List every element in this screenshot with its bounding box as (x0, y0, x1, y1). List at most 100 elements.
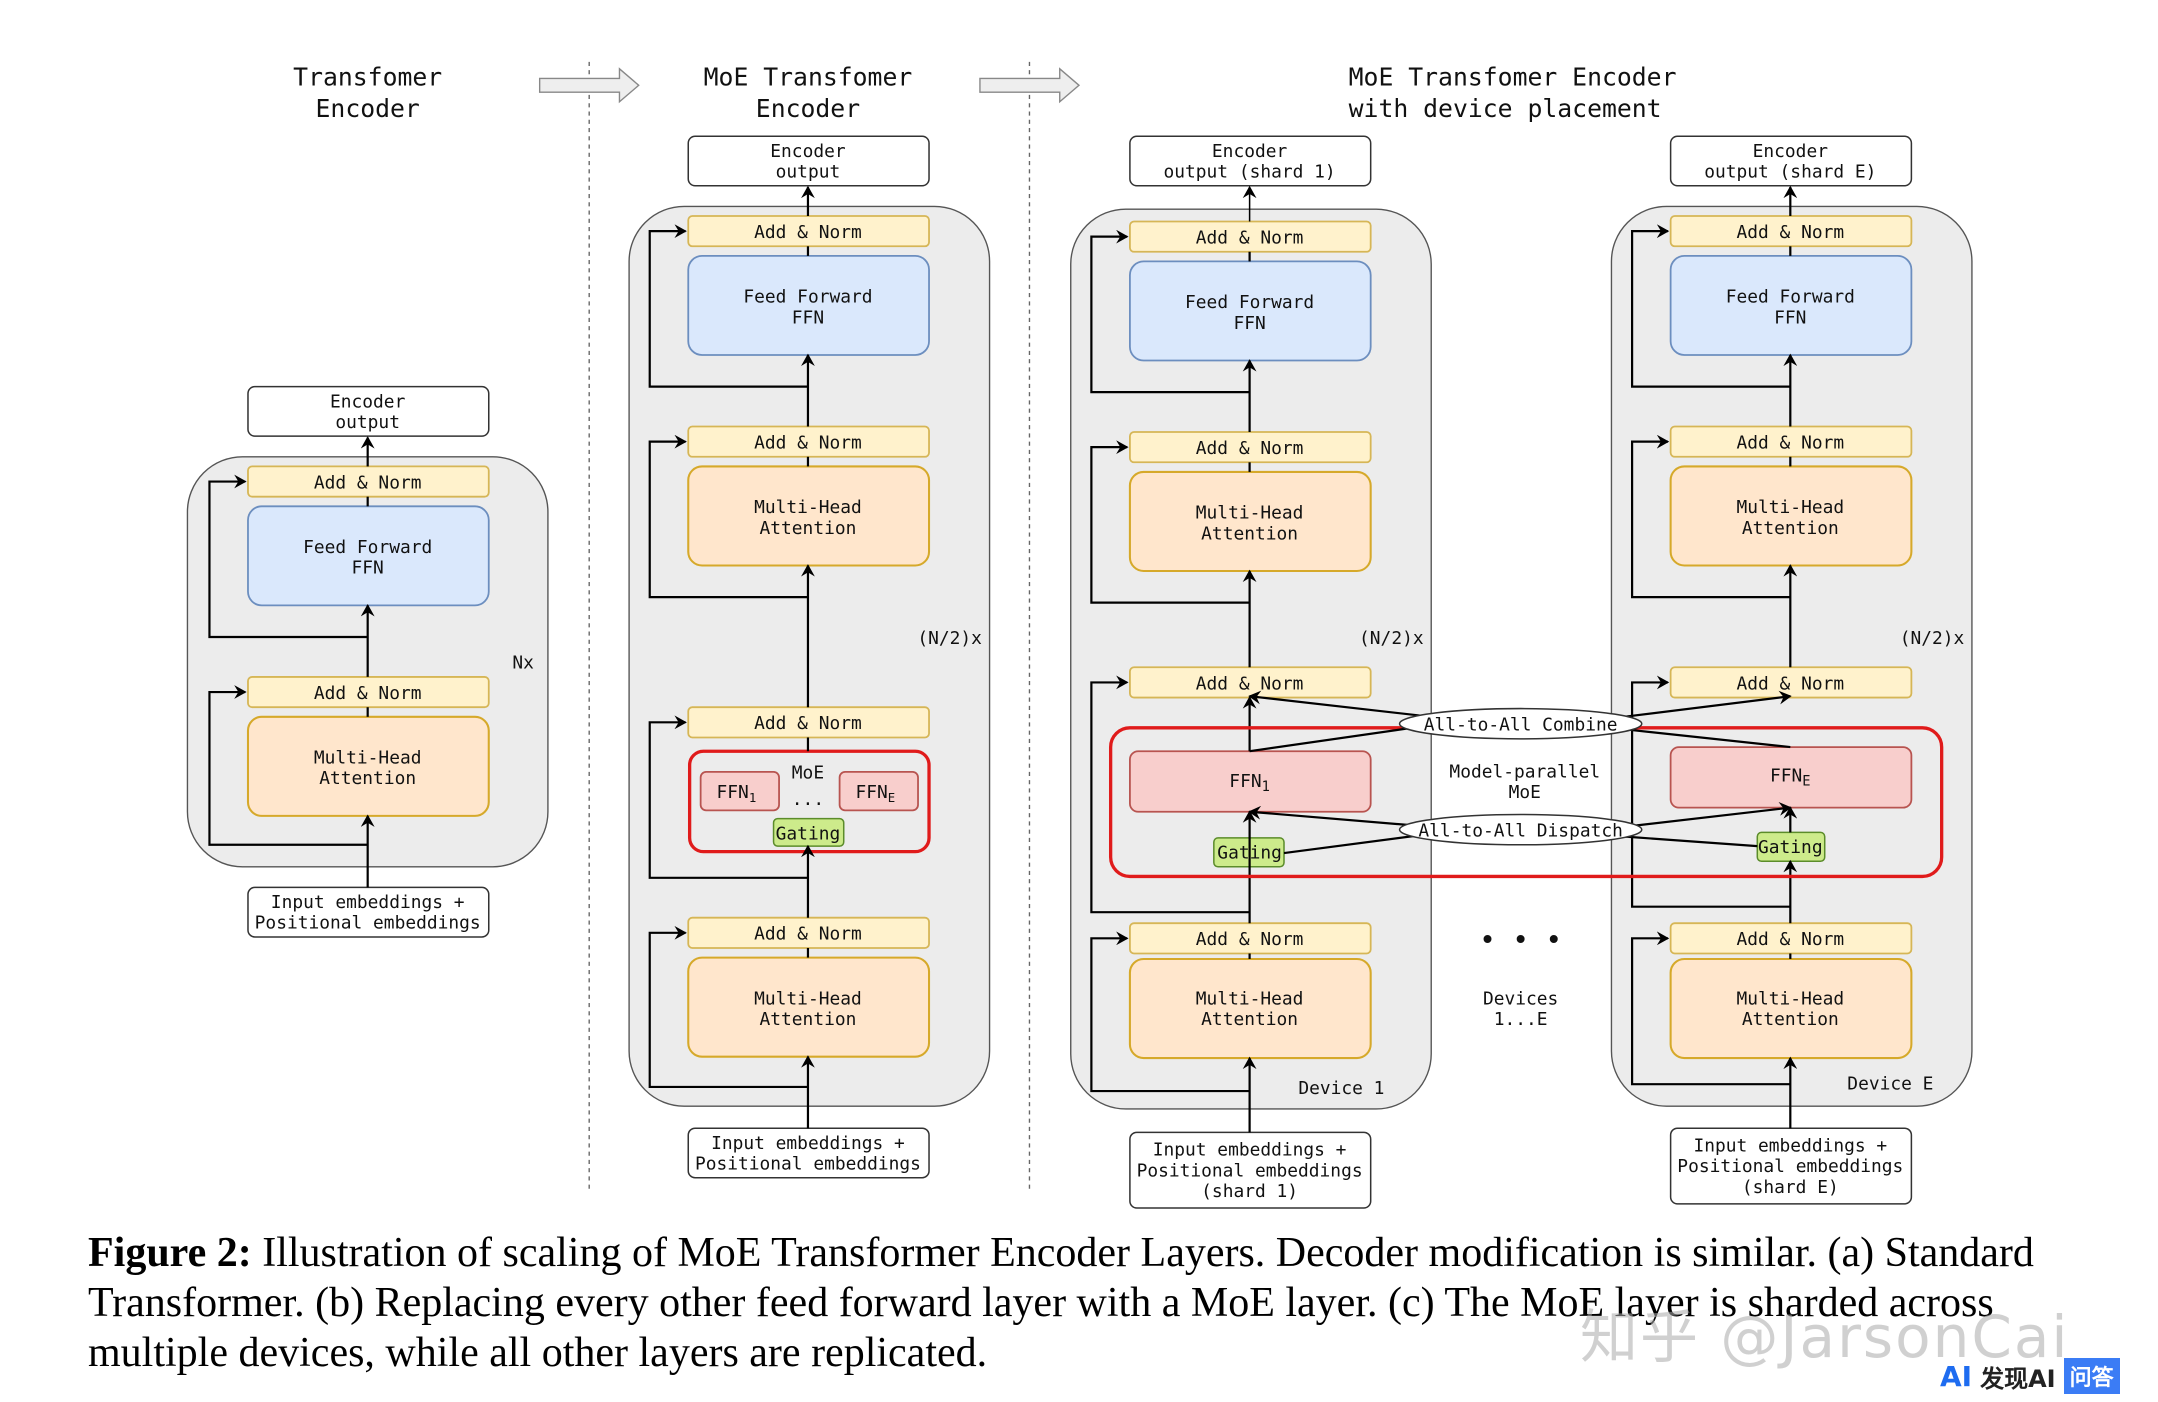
panel-c-title-line1: MoE Transfomer Encoder (1349, 62, 1677, 91)
add-norm-label: Add & Norm (1737, 929, 1845, 950)
add-norm-label: Add & Norm (1196, 673, 1304, 694)
input-label: (shard 1) (1201, 1181, 1298, 1202)
ellipsis: ... (792, 789, 824, 810)
add-norm-label: Add & Norm (754, 924, 862, 945)
device-1-label: Device 1 (1298, 1078, 1384, 1099)
encoder-output-label: output (shard E) (1704, 161, 1876, 182)
mha-label: Multi-Head (754, 497, 862, 518)
devices-label: Devices (1483, 988, 1558, 1009)
add-norm-label: Add & Norm (1196, 929, 1304, 950)
feed-forward-label: FFN (352, 558, 384, 579)
all-to-all-combine-oval (1398, 707, 1643, 740)
input-label: Positional embeddings (255, 913, 481, 934)
mha-label: Multi-Head (1196, 503, 1304, 524)
caption-text: Illustration of scaling of MoE Transform… (88, 1230, 2034, 1376)
all-to-all-dispatch-label: All-to-All Dispatch (1418, 821, 1622, 842)
mha-label: Multi-Head (1196, 988, 1304, 1009)
add-norm-label: Add & Norm (754, 713, 862, 734)
device-e-column: Encoder output (shard E) Add & Norm Feed… (1630, 135, 1965, 1205)
feed-forward-label: FFN (792, 307, 824, 328)
mha-label: Multi-Head (1737, 988, 1845, 1009)
encoder-output-label: output (776, 161, 841, 182)
model-parallel-label: Model-parallel (1449, 761, 1600, 782)
device-1-column: Encoder output (shard 1) Add & Norm Feed… (1090, 135, 1424, 1209)
mha-label: Attention (1201, 1009, 1298, 1030)
input-label: Input embeddings + (711, 1133, 905, 1154)
add-norm-label: Add & Norm (314, 472, 422, 493)
input-label: Input embeddings + (1153, 1140, 1347, 1161)
feed-forward-label: Feed Forward (1726, 287, 1855, 308)
encoder-output-label: Encoder (1212, 141, 1288, 162)
input-label: Positional embeddings (1137, 1160, 1363, 1181)
caption-label: Figure 2: (88, 1230, 252, 1276)
add-norm-label: Add & Norm (754, 433, 862, 454)
brand-logo: AI 发现AI 问答 (1940, 1358, 2120, 1394)
feed-forward-label: FFN (1233, 313, 1265, 334)
figure-caption: Figure 2: Illustration of scaling of MoE… (88, 1228, 2108, 1378)
devices-label: 1...E (1494, 1009, 1548, 1030)
mha-label: Attention (1201, 523, 1298, 544)
add-norm-label: Add & Norm (1196, 228, 1304, 249)
input-label: Positional embeddings (1677, 1156, 1903, 1177)
input-label: (shard E) (1742, 1177, 1839, 1198)
add-norm-label: Add & Norm (1737, 673, 1845, 694)
encoder-output-label: output (shard 1) (1164, 161, 1336, 182)
add-norm-label: Add & Norm (314, 683, 422, 704)
brand-name: 发现AI (1980, 1364, 2056, 1393)
expert-ffn-1-label: FFN1 (1229, 771, 1270, 795)
encoder-output-label: Encoder (330, 391, 406, 412)
expert-ffn-1-box (699, 770, 780, 812)
add-norm-label: Add & Norm (1737, 222, 1845, 243)
moe-label: MoE (792, 763, 824, 784)
input-label: Input embeddings + (271, 892, 465, 913)
repeat-label: (N/2)x (1900, 628, 1965, 649)
panel-a-title-line2: Encoder (316, 94, 420, 123)
repeat-label: Nx (512, 653, 534, 674)
feed-forward-label: FFN (1774, 307, 1806, 328)
brand-ai-icon: AI (1940, 1359, 1973, 1393)
repeat-label: (N/2)x (917, 628, 982, 649)
panel-standard-transformer: Transfomer Encoder Encoder output Add & … (186, 62, 549, 938)
mha-label: Attention (760, 1009, 857, 1030)
expert-ffn-e-label: FFNE (1770, 765, 1811, 789)
device-e-label: Device E (1847, 1074, 1933, 1095)
encoder-output-label: Encoder (1753, 141, 1829, 162)
mha-label: Attention (1742, 518, 1839, 539)
panel-b-title-line2: Encoder (756, 94, 860, 123)
mha-label: Attention (1742, 1009, 1839, 1030)
mha-label: Attention (319, 768, 416, 789)
arrow-right-icon (538, 67, 640, 104)
expert-ffn-1-label: FFN1 (717, 782, 757, 805)
encoder-output-label: output (335, 412, 400, 433)
arrow-right-icon (979, 67, 1081, 104)
mha-label: Attention (760, 518, 857, 539)
input-label: Positional embeddings (695, 1153, 921, 1174)
all-to-all-dispatch-oval (1398, 813, 1643, 846)
input-label: Input embeddings + (1693, 1136, 1887, 1157)
add-norm-label: Add & Norm (1196, 438, 1304, 459)
devices-ellipsis: • • • (1479, 924, 1562, 956)
expert-ffn-e-label: FFNE (855, 782, 895, 805)
panel-c-title-line2: with device placement (1349, 94, 1662, 123)
panel-device-placement: MoE Transfomer Encoder with device place… (1070, 62, 1973, 1209)
gating-label: Gating (1758, 837, 1823, 858)
feed-forward-label: Feed Forward (1185, 292, 1314, 313)
panel-moe-transformer: MoE Transfomer Encoder Encoder output Ad… (628, 62, 991, 1179)
expert-ffn-e-box (838, 770, 919, 812)
gating-label: Gating (776, 823, 841, 844)
repeat-label: (N/2)x (1359, 628, 1424, 649)
feed-forward-label: Feed Forward (743, 287, 872, 308)
brand-badge: 问答 (2063, 1358, 2120, 1394)
mha-label: Multi-Head (754, 988, 862, 1009)
model-parallel-label: MoE (1509, 782, 1541, 803)
panel-b-title-line1: MoE Transfomer (704, 62, 913, 91)
mha-label: Multi-Head (1737, 497, 1845, 518)
watermark: 知乎 @JarsonCai (1580, 1303, 2070, 1371)
add-norm-label: Add & Norm (1737, 433, 1845, 454)
panel-a-title-line1: Transfomer (293, 62, 442, 91)
feed-forward-label: Feed Forward (303, 537, 432, 558)
encoder-output-label: Encoder (770, 141, 846, 162)
mha-label: Multi-Head (314, 748, 422, 769)
add-norm-label: Add & Norm (754, 222, 862, 243)
